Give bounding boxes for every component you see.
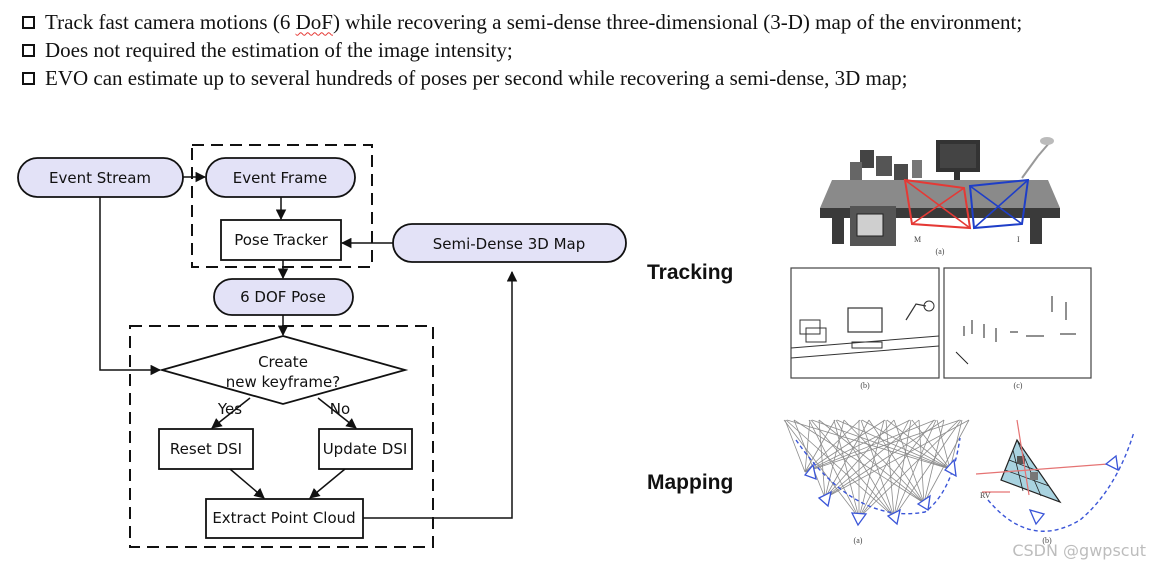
tracking-frame-b: (b) [790,267,940,390]
ray-line [858,419,910,519]
checkbox-square-icon [22,43,35,57]
ray-line [784,419,806,473]
caption-b-bottom: (b) [1042,536,1052,545]
semi-dense-map-label: Semi-Dense 3D Map [433,235,586,253]
decision-label-line2: new keyframe? [226,373,340,391]
ray-line [893,419,937,518]
ray-line [811,419,951,470]
ray-line [810,419,895,518]
caption-c: (c) [1014,381,1023,390]
ray-line [785,419,895,518]
ray-line [923,419,970,504]
ray-line [824,419,970,499]
create-keyframe-decision: Create new keyframe? [158,335,409,405]
caption-a-bottom: (a) [854,536,863,545]
ray-line [843,419,925,504]
ray-line [824,419,845,499]
ray-line [885,419,895,518]
six-dof-pose-label: 6 DOF Pose [240,288,326,306]
ray-line [793,419,925,504]
ray-line [818,419,925,504]
bullet-item-1: Track fast camera motions (6 DoF) while … [22,8,1022,36]
scene-label-i: I [1017,235,1020,244]
bullet-item-3: EVO can estimate up to several hundreds … [22,64,907,92]
mapping-group-box [129,325,434,548]
edge-extract-to-map [363,270,518,519]
ray-line [833,419,860,519]
bullet-item-2: Does not required the estimation of the … [22,36,513,64]
ray-line [868,419,925,504]
csdn-watermark: CSDN @gwpscut [1012,541,1146,560]
semi-dense-map-node: Semi-Dense 3D Map [392,223,627,263]
desk-scene-figure: M I (a) [820,137,1060,256]
pose-tracker-label: Pose Tracker [234,231,328,249]
update-dsi-node: Update DSI [318,428,413,470]
paper-figures: M I (a) (b) [783,137,1135,545]
ray-line [835,419,895,518]
ray-line [858,419,960,519]
evo-flowchart: Event Stream Event Frame Pose Tracker Se… [17,144,627,548]
checkbox-square-icon [22,15,35,29]
ray-line [804,419,811,473]
ray-line [804,419,886,473]
yes-label: Yes [217,400,242,418]
edge-stream-to-decision [99,197,162,376]
bullet-text-1: Track fast camera motions (6 DoF) while … [45,9,1023,34]
mapping-dsi-figure: RV (b) [975,419,1135,545]
extract-point-cloud-node: Extract Point Cloud [205,498,364,539]
caption-a-top: (a) [936,247,945,256]
scene-label-rv: RV [980,491,991,500]
tracking-frame-c: (c) [943,267,1092,390]
decision-label-line1: Create [258,353,308,371]
event-stream-label: Event Stream [49,169,151,187]
ray-line [786,419,951,470]
caption-b: (b) [860,381,870,390]
edge-yes [211,397,251,429]
scene-label-m: M [914,235,921,244]
ray-line [918,419,925,504]
bullet-text-2: Does not required the estimation of the … [45,37,513,62]
extract-point-cloud-label: Extract Point Cloud [212,509,355,527]
ray-line [936,419,951,470]
reset-dsi-label: Reset DSI [170,440,242,458]
ray-line [824,419,870,499]
spellcheck-underlined-word: DoF [295,9,333,34]
ray-line [824,419,920,499]
tracking-label: Tracking [647,261,734,284]
ray-line [949,419,963,470]
mapping-ray-fan-figure: (a) [783,419,970,545]
ray-line [783,419,860,519]
ray-line [886,419,951,470]
ray-line [836,419,951,470]
ray-line [858,419,935,519]
edge-reset-to-extract [229,468,265,499]
edge-update-to-extract [309,468,346,499]
reset-dsi-node: Reset DSI [158,428,254,470]
bullet-text-3: EVO can estimate up to several hundreds … [45,65,908,90]
update-dsi-label: Update DSI [323,440,408,458]
ray-line [861,419,951,470]
ray-line [893,419,925,504]
six-dof-pose-node: 6 DOF Pose [213,278,354,316]
tracking-group-box [191,144,373,268]
pose-tracker-node: Pose Tracker [220,219,342,261]
ray-line [808,419,860,519]
ray-line [911,419,951,470]
ray-line [860,419,895,518]
no-label: No [330,400,350,418]
event-frame-node: Event Frame [205,157,356,198]
checkbox-square-icon [22,71,35,85]
ray-line [818,419,826,499]
ray-line [893,419,962,518]
event-stream-node: Event Stream [17,157,184,198]
event-frame-label: Event Frame [233,169,327,187]
edge-no [317,397,357,429]
mapping-label: Mapping [647,471,734,494]
